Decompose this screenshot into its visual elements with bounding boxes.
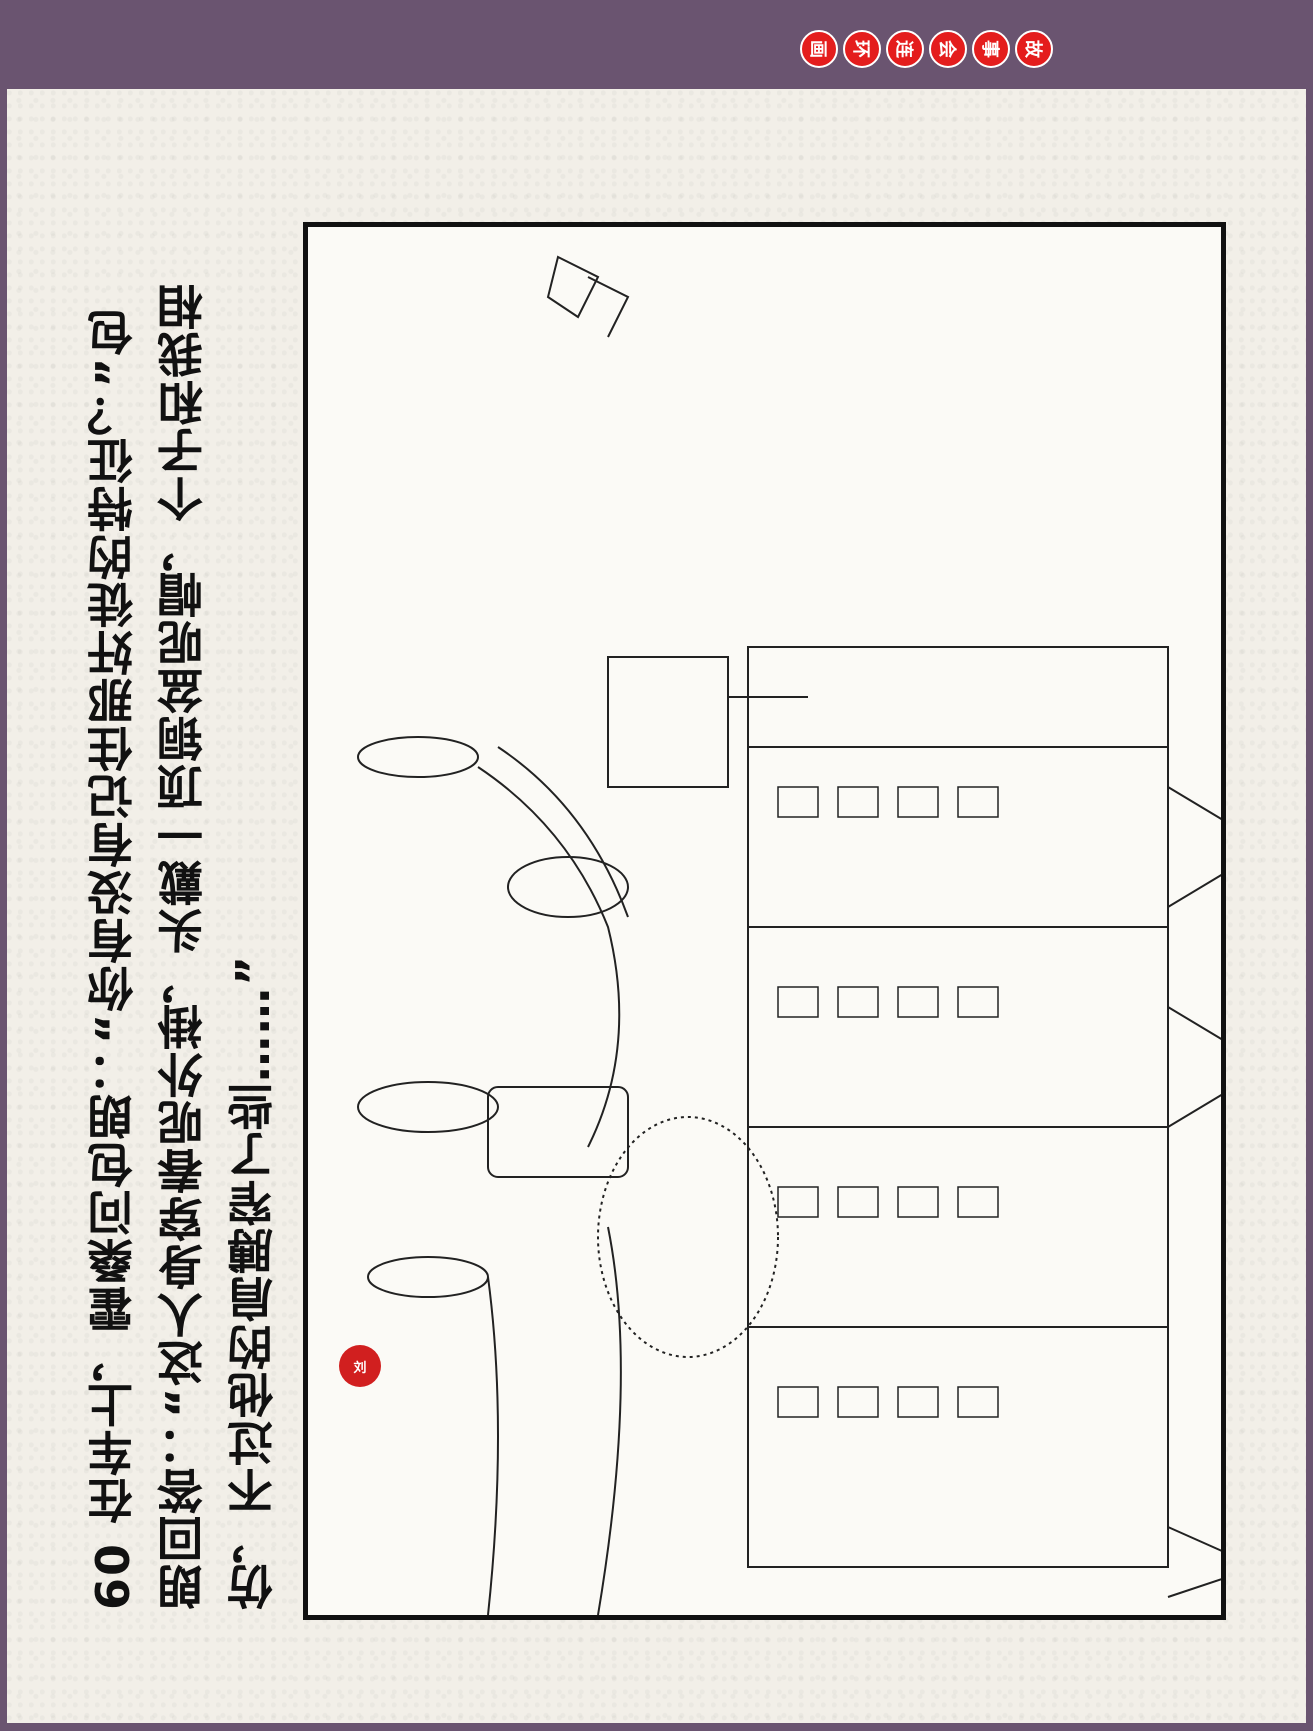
series-seal-row: 故 事 会 连 环 画 (800, 30, 1053, 68)
ink-drawing (357, 255, 1221, 1615)
top-banner: 故 事 会 连 环 画 (0, 0, 1313, 88)
series-seal-3: 会 (929, 30, 967, 68)
series-seal-1: 故 (1015, 30, 1053, 68)
series-seal-6: 画 (800, 30, 838, 68)
building (747, 646, 1169, 1568)
caption-text: 60 在车上，霍桑问包朗：“你有没有记住那奸徒的特征？”包朗回答：“这人身穿春呢… (78, 265, 288, 1610)
panel-caption: 在车上，霍桑问包朗：“你有没有记住那奸徒的特征？”包朗回答：“这人身穿春呢外褂，… (86, 281, 280, 1610)
series-seal-2: 事 (972, 30, 1010, 68)
series-seal-4: 连 (886, 30, 924, 68)
artist-seal: 刘 (339, 1345, 381, 1387)
comic-illustration (303, 222, 1226, 1620)
car-wheel (357, 736, 479, 778)
panel-number: 60 (86, 1541, 140, 1610)
series-seal-5: 环 (843, 30, 881, 68)
